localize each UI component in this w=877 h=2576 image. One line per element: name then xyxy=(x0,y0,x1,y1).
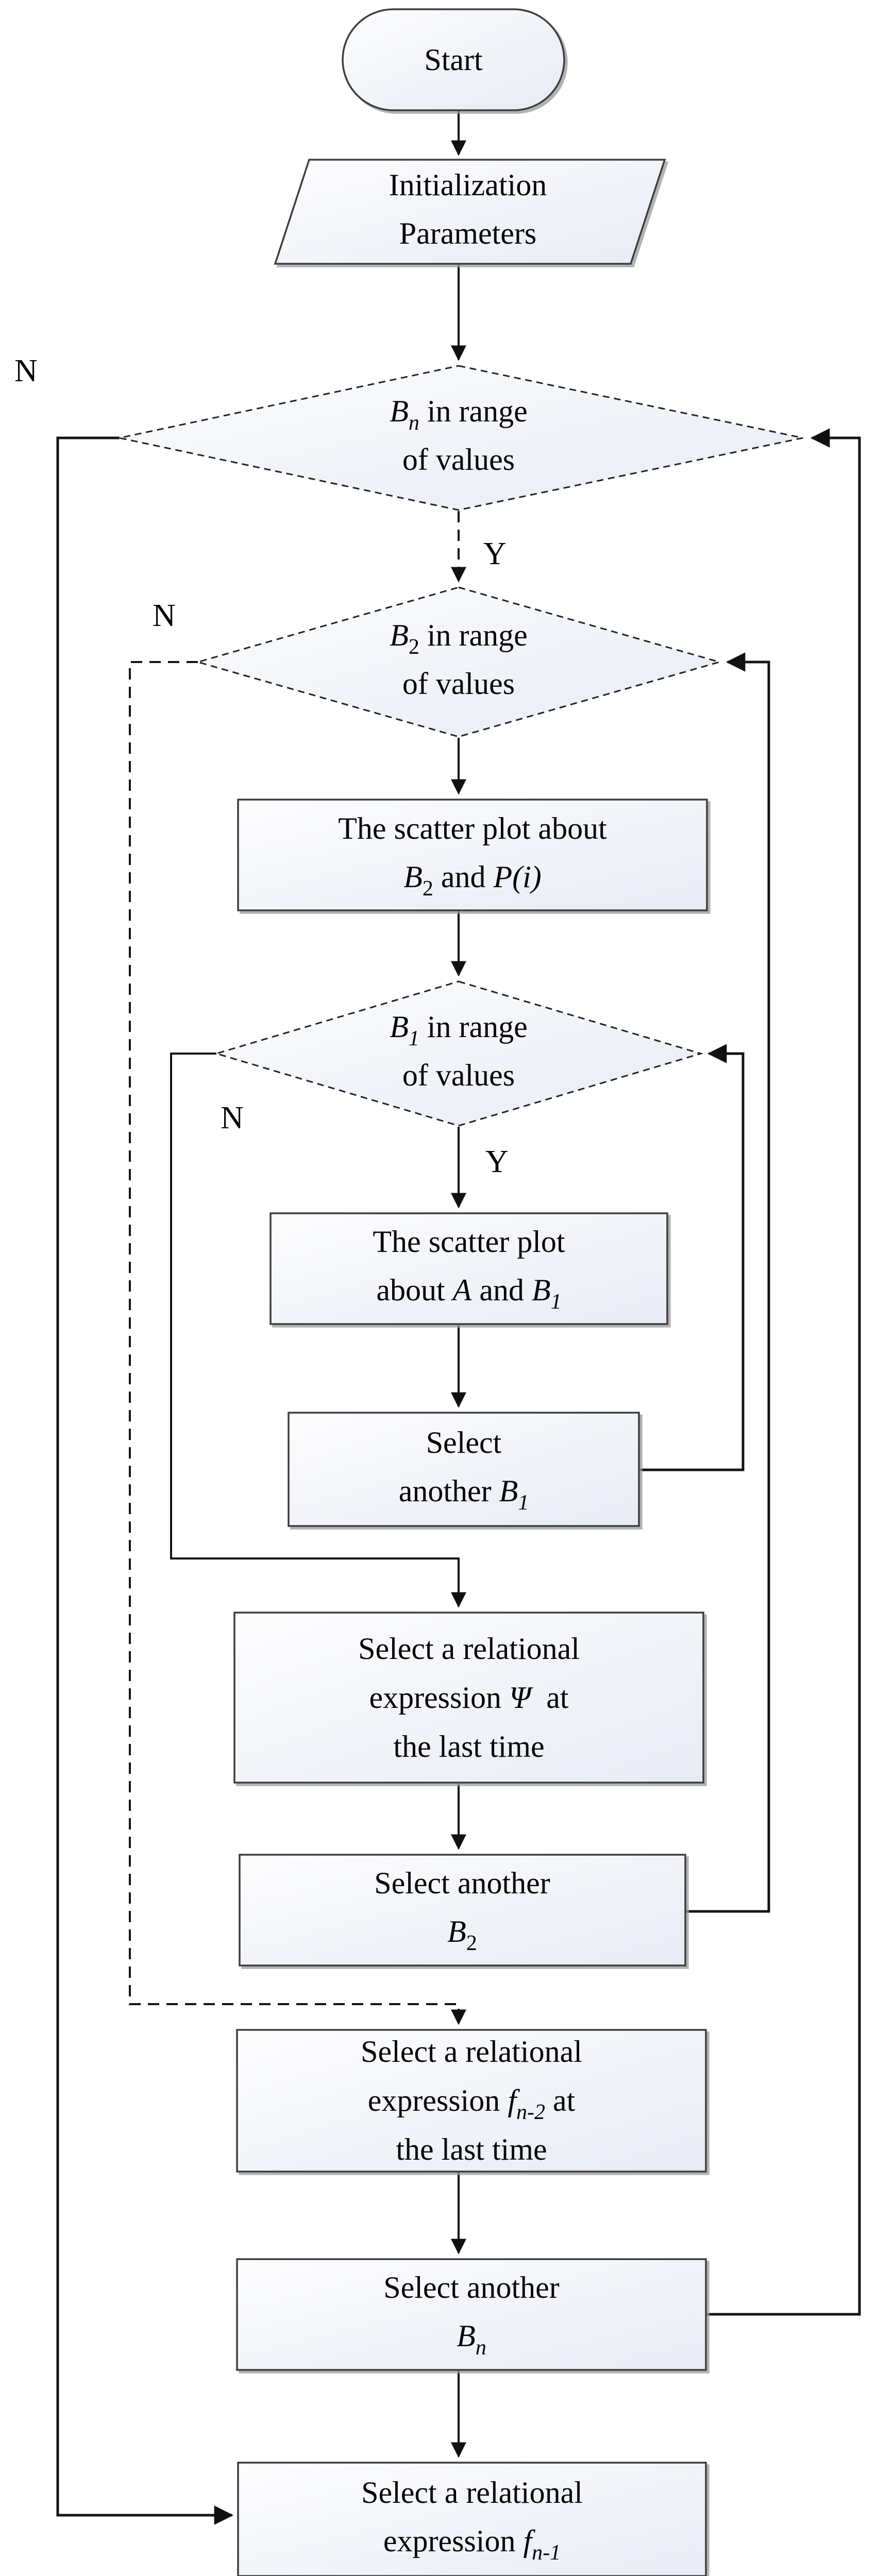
process-select-expression-psi: Select a relational expression Ψ at the … xyxy=(233,1612,704,1784)
process-select-another-b2: Select another B2 xyxy=(239,1854,686,1967)
d1-line1: Bn in range xyxy=(390,394,528,435)
init-line1: Initialization xyxy=(389,168,547,202)
psi-line1: Select a relational xyxy=(358,1632,580,1666)
process-scatter-plot-a-b1: The scatter plot about A and B1 xyxy=(269,1212,668,1325)
sel-bn-line2: Bn xyxy=(457,2319,486,2360)
start-label: Start xyxy=(424,43,483,77)
label-d3-no: N xyxy=(221,1100,244,1136)
sel-b1-line1: Select xyxy=(426,1426,502,1460)
decision-bn-in-range: Bn in range of values xyxy=(119,365,803,511)
psi-line3: the last time xyxy=(393,1730,544,1764)
fn2-line2: expression fn-2 at xyxy=(368,2083,576,2124)
initialization-parameters-io: Initialization Parameters xyxy=(274,159,666,265)
label-d1-yes: Y xyxy=(483,536,507,571)
process-select-expression-fn2: Select a relational expression fn-2 at t… xyxy=(236,2029,707,2173)
edges xyxy=(56,110,861,2525)
label-d3-yes: Y xyxy=(485,1144,509,1179)
process-select-expression-fn1: Select a relational expression fn-1 xyxy=(237,2462,707,2576)
process-select-another-b1: Select another B1 xyxy=(288,1412,640,1527)
fn2-line3: the last time xyxy=(396,2132,547,2166)
d2-line2: of values xyxy=(402,667,515,701)
sel-b1-line2: another B1 xyxy=(399,1474,529,1515)
edge-select-b2-loop-to-decision-b2 xyxy=(685,652,770,1913)
process-select-another-bn: Select another Bn xyxy=(236,2258,707,2371)
scatter-b2-line2: B2 and P(i) xyxy=(403,860,542,901)
fn2-line1: Select a relational xyxy=(361,2035,582,2069)
decision-b2-in-range: B2 in range of values xyxy=(195,586,722,738)
process-scatter-plot-b2-pi: The scatter plot about B2 and P(i) xyxy=(237,799,708,911)
sel-bn-line1: Select another xyxy=(383,2270,560,2304)
sel-b2-line1: Select another xyxy=(374,1866,550,1900)
psi-line2: expression Ψ at xyxy=(369,1681,568,1715)
fn1-line1: Select a relational xyxy=(361,2476,583,2510)
d2-line1: B2 in range xyxy=(390,618,528,659)
edge-select-bn-loop-to-decision-bn xyxy=(706,428,861,2316)
init-line2: Parameters xyxy=(399,216,537,250)
label-d2-no: N xyxy=(153,598,176,633)
start-terminator: Start xyxy=(342,8,565,111)
decision-b1-in-range: B1 in range of values xyxy=(213,980,704,1127)
edge-decision-b1-no-to-psi xyxy=(170,1053,466,1608)
fn1-line2: expression fn-1 xyxy=(383,2524,561,2565)
scatter-b2-line1: The scatter plot about xyxy=(338,811,607,845)
scatter-ab1-line2: about A and B1 xyxy=(376,1273,561,1314)
edge-decision-bn-no-to-fn1 xyxy=(56,436,234,2525)
edge-select-b1-loop-to-decision-b1 xyxy=(639,1044,745,1471)
d1-line2: of values xyxy=(402,443,515,477)
edge-decision-b2-no-dashed-to-fn2 xyxy=(129,661,466,2025)
sel-b2-line2: B2 xyxy=(447,1914,477,1955)
label-d1-no: N xyxy=(14,353,38,388)
d3-line2: of values xyxy=(402,1058,515,1092)
d3-line1: B1 in range xyxy=(390,1010,528,1050)
branch-labels: N Y N N Y xyxy=(14,353,509,1179)
scatter-ab1-line1: The scatter plot xyxy=(373,1225,565,1259)
